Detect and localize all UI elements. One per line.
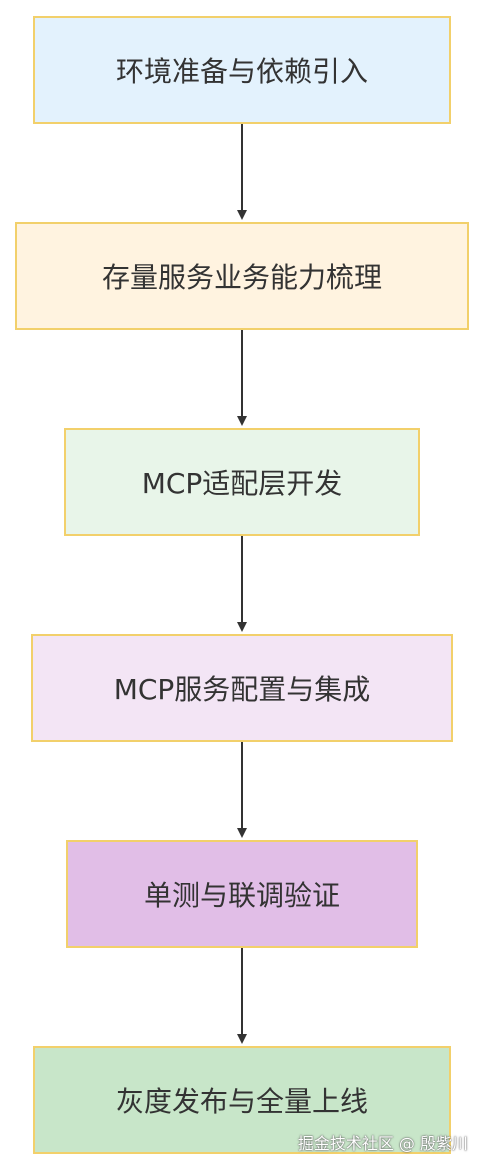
step-label: MCP适配层开发 [141,467,343,500]
step-env-setup: 环境准备与依赖引入 [33,16,451,124]
step-label: MCP服务配置与集成 [113,673,371,706]
step-release: 灰度发布与全量上线 [33,1046,451,1154]
watermark: 掘金技术社区 @ 殷紫川 [297,1134,468,1153]
step-label: 存量服务业务能力梳理 [101,261,382,294]
step-capability-review: 存量服务业务能力梳理 [15,222,469,330]
step-service-config: MCP服务配置与集成 [31,634,453,742]
step-label: 灰度发布与全量上线 [115,1085,368,1118]
step-label: 单测与联调验证 [143,879,340,912]
step-testing: 单测与联调验证 [66,840,418,948]
step-label: 环境准备与依赖引入 [115,55,368,88]
step-adapter-dev: MCP适配层开发 [64,428,420,536]
